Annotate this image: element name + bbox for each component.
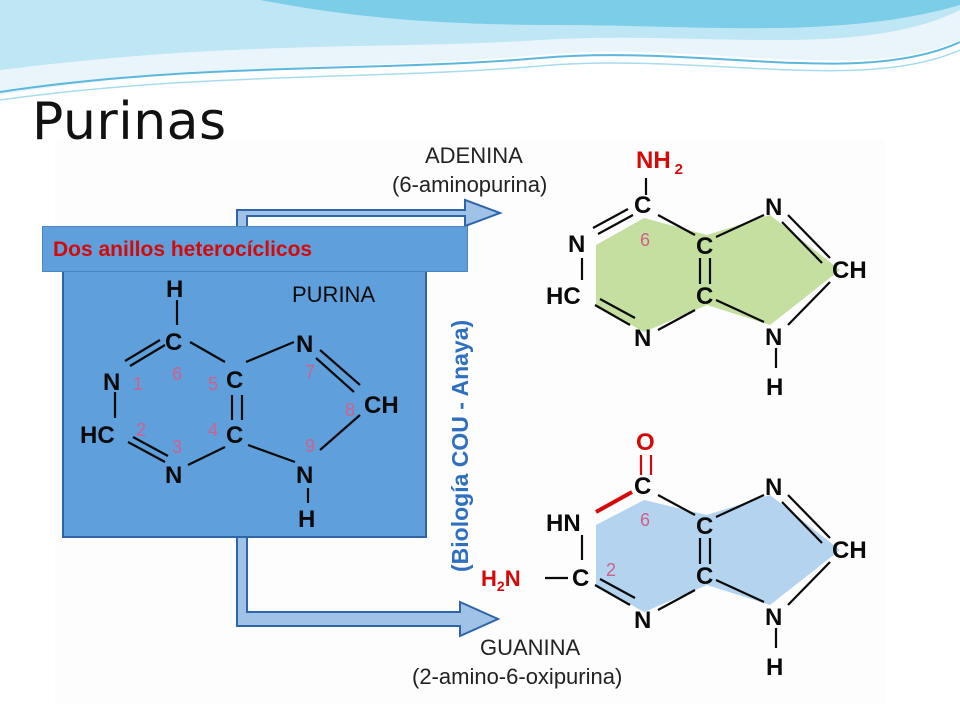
atom-h-top: H: [166, 276, 183, 303]
num-3: 3: [172, 437, 182, 457]
adenina-n1: N: [568, 231, 585, 258]
guanina-oxygen: O: [636, 429, 655, 456]
guanina-name: GUANINA: [480, 635, 581, 660]
num-2: 2: [136, 420, 146, 440]
purina-box: [62, 264, 427, 538]
num-1: 1: [133, 374, 143, 394]
atom-n3: N: [165, 462, 182, 489]
purina-label: PURINA: [292, 282, 375, 307]
adenina-n3: N: [634, 325, 651, 352]
adenina-n7: N: [765, 194, 782, 221]
guanina-n3: N: [634, 607, 651, 634]
adenina-n9: N: [765, 324, 782, 351]
guanina-c2: C: [572, 565, 589, 592]
adenina-name: ADENINA: [425, 143, 523, 168]
num-9: 9: [305, 436, 315, 456]
adenina-c5: C: [696, 233, 713, 260]
adenina-ch8: CH: [832, 257, 867, 284]
num-7: 7: [305, 362, 315, 382]
atom-h9: H: [298, 506, 315, 533]
guanina-ring-fill: [596, 495, 840, 612]
atom-n7: N: [296, 331, 313, 358]
num-8: 8: [345, 400, 355, 420]
num-6: 6: [172, 364, 182, 384]
purina-structure: [113, 300, 361, 503]
guanina-atoms: C HN C N C C N CH N H: [546, 473, 867, 681]
purina-numbers: 1 2 3 4 5 6 7 8 9: [133, 362, 355, 457]
guanina-c6: C: [634, 473, 651, 500]
adenina-h9: H: [766, 374, 783, 401]
guanina-c5: C: [696, 513, 713, 540]
header-wave: [0, 0, 960, 101]
guanina-num-6: 6: [640, 510, 650, 530]
adenina-atoms: C N HC N C C N CH N H: [546, 192, 867, 401]
guanina-n7: N: [765, 474, 782, 501]
guanina-subtitle: (2-amino-6-oxipurina): [412, 664, 622, 689]
guanina-n9: N: [765, 604, 782, 631]
guanina-ch8: CH: [832, 537, 867, 564]
guanina-structure: [545, 455, 831, 648]
adenina-structure: [580, 178, 831, 368]
atom-n1: N: [103, 369, 120, 396]
adenina-ring-fill: [596, 215, 840, 332]
atom-hc2: HC: [80, 422, 115, 449]
slide-title: Purinas: [32, 92, 227, 152]
callout-text: Dos anillos heterocíclicos: [53, 238, 313, 261]
atom-n9: N: [296, 462, 313, 489]
atom-c4: C: [226, 422, 243, 449]
guanina-amino: H2N: [481, 566, 521, 594]
adenina-subtitle: (6-aminopurina): [392, 172, 547, 197]
atom-c6: C: [165, 329, 182, 356]
source-credit: (Biología COU - Anaya): [447, 320, 473, 572]
adenina-c6: C: [634, 192, 651, 219]
num-4: 4: [208, 420, 218, 440]
guanina-num-2: 2: [606, 560, 616, 580]
atom-ch8: CH: [364, 392, 399, 419]
arrow-to-guanina: [236, 529, 501, 638]
guanina-h9: H: [766, 654, 783, 681]
adenina-c4: C: [696, 283, 713, 310]
purina-atoms: H C N HC N C C N CH N H: [80, 276, 399, 533]
adenina-num-6: 6: [640, 230, 650, 250]
adenina-hc2: HC: [546, 283, 581, 310]
guanina-c4: C: [696, 563, 713, 590]
callout-box: Dos anillos heterocíclicos: [42, 226, 468, 272]
num-5: 5: [208, 374, 218, 394]
atom-c5: C: [226, 367, 243, 394]
guanina-hn1: HN: [546, 510, 581, 537]
